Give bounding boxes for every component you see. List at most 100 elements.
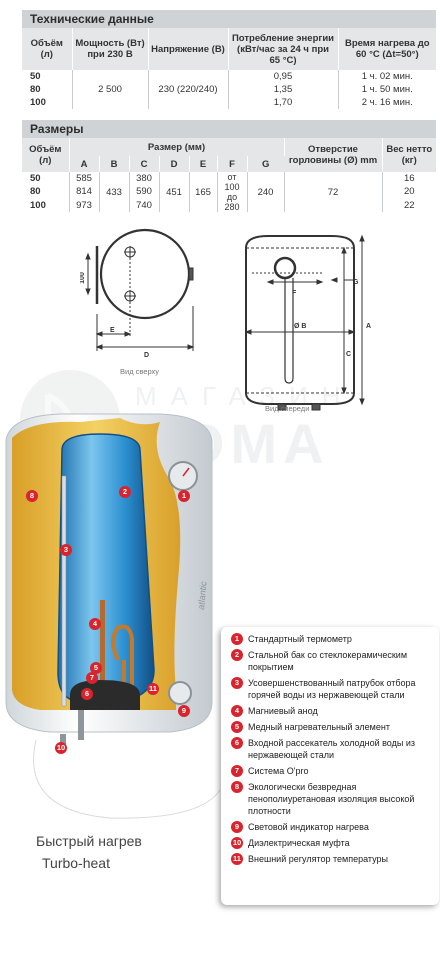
cell-a: 814 bbox=[69, 185, 100, 199]
col-weight: Вес нетто (кг) bbox=[382, 138, 436, 172]
top-view-drawing: 100 E D bbox=[80, 228, 195, 359]
cell-c: 380 bbox=[129, 172, 160, 186]
col-letter-c: C bbox=[129, 156, 160, 172]
legend-text: Магниевый анод bbox=[248, 706, 318, 716]
cell-energy: 1,70 bbox=[228, 96, 339, 109]
callout-8: 8 bbox=[26, 490, 38, 502]
col-letter-b: B bbox=[99, 156, 130, 172]
list-item: 3 Усовершенствованный патрубок отбора го… bbox=[231, 677, 433, 701]
cell-weight: 16 bbox=[403, 173, 415, 185]
cell-a: 973 bbox=[69, 198, 100, 212]
list-item: 10 Диэлектрическая муфта bbox=[231, 837, 433, 849]
table-row: 50 2 500 230 (220/240) 0,95 1 ч. 02 мин. bbox=[22, 70, 436, 109]
col-power: Мощность (Вт) при 230 В bbox=[72, 28, 149, 70]
cell-weight: 22 bbox=[403, 199, 415, 211]
list-item: 9 Световой индикатор нагрева bbox=[231, 821, 433, 833]
legend-text: Входной рассекатель холодной воды из нер… bbox=[248, 738, 415, 760]
brand-label: atlantic bbox=[196, 580, 208, 610]
legend-text: Стандартный термометр bbox=[248, 634, 352, 644]
cell-voltage: 230 (220/240) bbox=[148, 70, 229, 109]
cell-power: 2 500 bbox=[72, 70, 149, 109]
legend-number: 10 bbox=[231, 837, 243, 849]
cell-f: от 100 до 280 bbox=[217, 172, 248, 212]
list-item: 4 Магниевый анод bbox=[231, 705, 433, 717]
col-volume: Объём (л) bbox=[22, 138, 70, 172]
table-row: 100 1,70 2 ч. 16 мин. bbox=[22, 96, 436, 109]
legend-text: Система O'pro bbox=[248, 766, 309, 776]
table-row: 50 585 433 380 451 165 от 100 до 280 240… bbox=[22, 172, 436, 212]
front-view-drawing: F Ø B A C G bbox=[244, 234, 371, 411]
legend-number: 1 bbox=[231, 633, 243, 645]
table-row: 80 814 590 20 bbox=[22, 185, 436, 199]
col-letter-e: E bbox=[189, 156, 218, 172]
cell-volume: 100 bbox=[22, 96, 73, 109]
callout-4: 4 bbox=[89, 618, 101, 630]
legend-number: 4 bbox=[231, 705, 243, 717]
cell-energy: 1,35 bbox=[228, 83, 339, 96]
cell-d: 451 bbox=[159, 172, 190, 212]
cell-heat-time: 1 ч. 50 мин. bbox=[361, 84, 413, 95]
top-view-caption: Вид сверху bbox=[120, 367, 160, 376]
list-item: 5 Медный нагревательный элемент bbox=[231, 721, 433, 733]
legend-text: Экологически безвредная пенополиуретанов… bbox=[248, 782, 415, 816]
dim-c-label: C bbox=[346, 351, 351, 358]
callout-2: 2 bbox=[119, 486, 131, 498]
list-item: 11 Внешний регулятор температуры bbox=[231, 853, 433, 865]
col-heat-time: Время нагрева до 60 °C (Δt=50°) bbox=[338, 28, 436, 70]
tech-data-table: Объём (л) Мощность (Вт) при 230 В Напряж… bbox=[22, 28, 436, 109]
callout-9: 9 bbox=[178, 705, 190, 717]
front-view-caption: Вид спереди bbox=[265, 404, 310, 413]
dim-100-label: 100 bbox=[80, 272, 86, 284]
col-volume: Объём (л) bbox=[22, 28, 73, 70]
legend-text: Световой индикатор нагрева bbox=[248, 822, 369, 832]
callout-5: 5 bbox=[90, 662, 102, 674]
callout-6: 6 bbox=[81, 688, 93, 700]
legend-text: Медный нагревательный элемент bbox=[248, 722, 390, 732]
col-letter-a: A bbox=[69, 156, 100, 172]
list-item: 8 Экологически безвредная пенополиуретан… bbox=[231, 781, 433, 817]
callout-1: 1 bbox=[178, 490, 190, 502]
cell-volume: 80 bbox=[22, 83, 73, 96]
col-letter-f: F bbox=[217, 156, 248, 172]
callout-11: 11 bbox=[147, 683, 159, 695]
cell-a: 585 bbox=[69, 172, 100, 186]
legend-text: Стальной бак со стеклокерамическим покры… bbox=[248, 650, 408, 672]
list-item: 1 Стандартный термометр bbox=[231, 633, 433, 645]
cell-energy: 0,95 bbox=[228, 70, 339, 83]
cell-volume: 50 bbox=[22, 70, 73, 83]
legend-number: 5 bbox=[231, 721, 243, 733]
dim-g-label: G bbox=[353, 279, 359, 286]
col-energy: Потребление энергии (кВт/час за 24 ч при… bbox=[228, 28, 339, 70]
promo-line-1: Быстрый нагрев bbox=[36, 833, 142, 849]
cell-heat-time: 1 ч. 02 мин. bbox=[361, 71, 413, 82]
legend-text: Внешний регулятор температуры bbox=[248, 854, 388, 864]
table-row: 80 1,35 1 ч. 50 мин. bbox=[22, 83, 436, 96]
col-voltage: Напряжение (В) bbox=[148, 28, 229, 70]
legend-number: 8 bbox=[231, 781, 243, 793]
cell-volume: 50 bbox=[22, 172, 70, 186]
dim-d-label: D bbox=[144, 352, 149, 359]
legend-text: Усовершенствованный патрубок отбора горя… bbox=[248, 678, 416, 700]
cell-opening: 72 bbox=[284, 172, 383, 212]
dim-e-label: E bbox=[110, 327, 115, 334]
dims-section-title: Размеры bbox=[22, 120, 436, 138]
cell-weight: 20 bbox=[403, 186, 415, 198]
callout-10: 10 bbox=[55, 742, 67, 754]
legend-number: 9 bbox=[231, 821, 243, 833]
cell-c: 740 bbox=[129, 198, 160, 212]
cell-heat-time: 2 ч. 16 мин. bbox=[361, 97, 413, 108]
cell-volume: 80 bbox=[22, 185, 70, 199]
col-letter-d: D bbox=[159, 156, 190, 172]
cell-b: 433 bbox=[99, 172, 130, 212]
col-size: Размер (мм) bbox=[69, 138, 285, 156]
callout-7: 7 bbox=[86, 672, 98, 684]
col-letter-g: G bbox=[247, 156, 284, 172]
legend-number: 7 bbox=[231, 765, 243, 777]
dim-a-label: A bbox=[366, 323, 371, 330]
legend-number: 11 bbox=[231, 853, 243, 865]
legend-number: 2 bbox=[231, 649, 243, 661]
promo-text: Быстрый нагрев Turbo-heat bbox=[36, 830, 142, 874]
list-item: 6 Входной рассекатель холодной воды из н… bbox=[231, 737, 433, 761]
table-row: 100 973 740 22 bbox=[22, 198, 436, 212]
features-legend: 1 Стандартный термометр 2 Стальной бак с… bbox=[221, 627, 439, 905]
